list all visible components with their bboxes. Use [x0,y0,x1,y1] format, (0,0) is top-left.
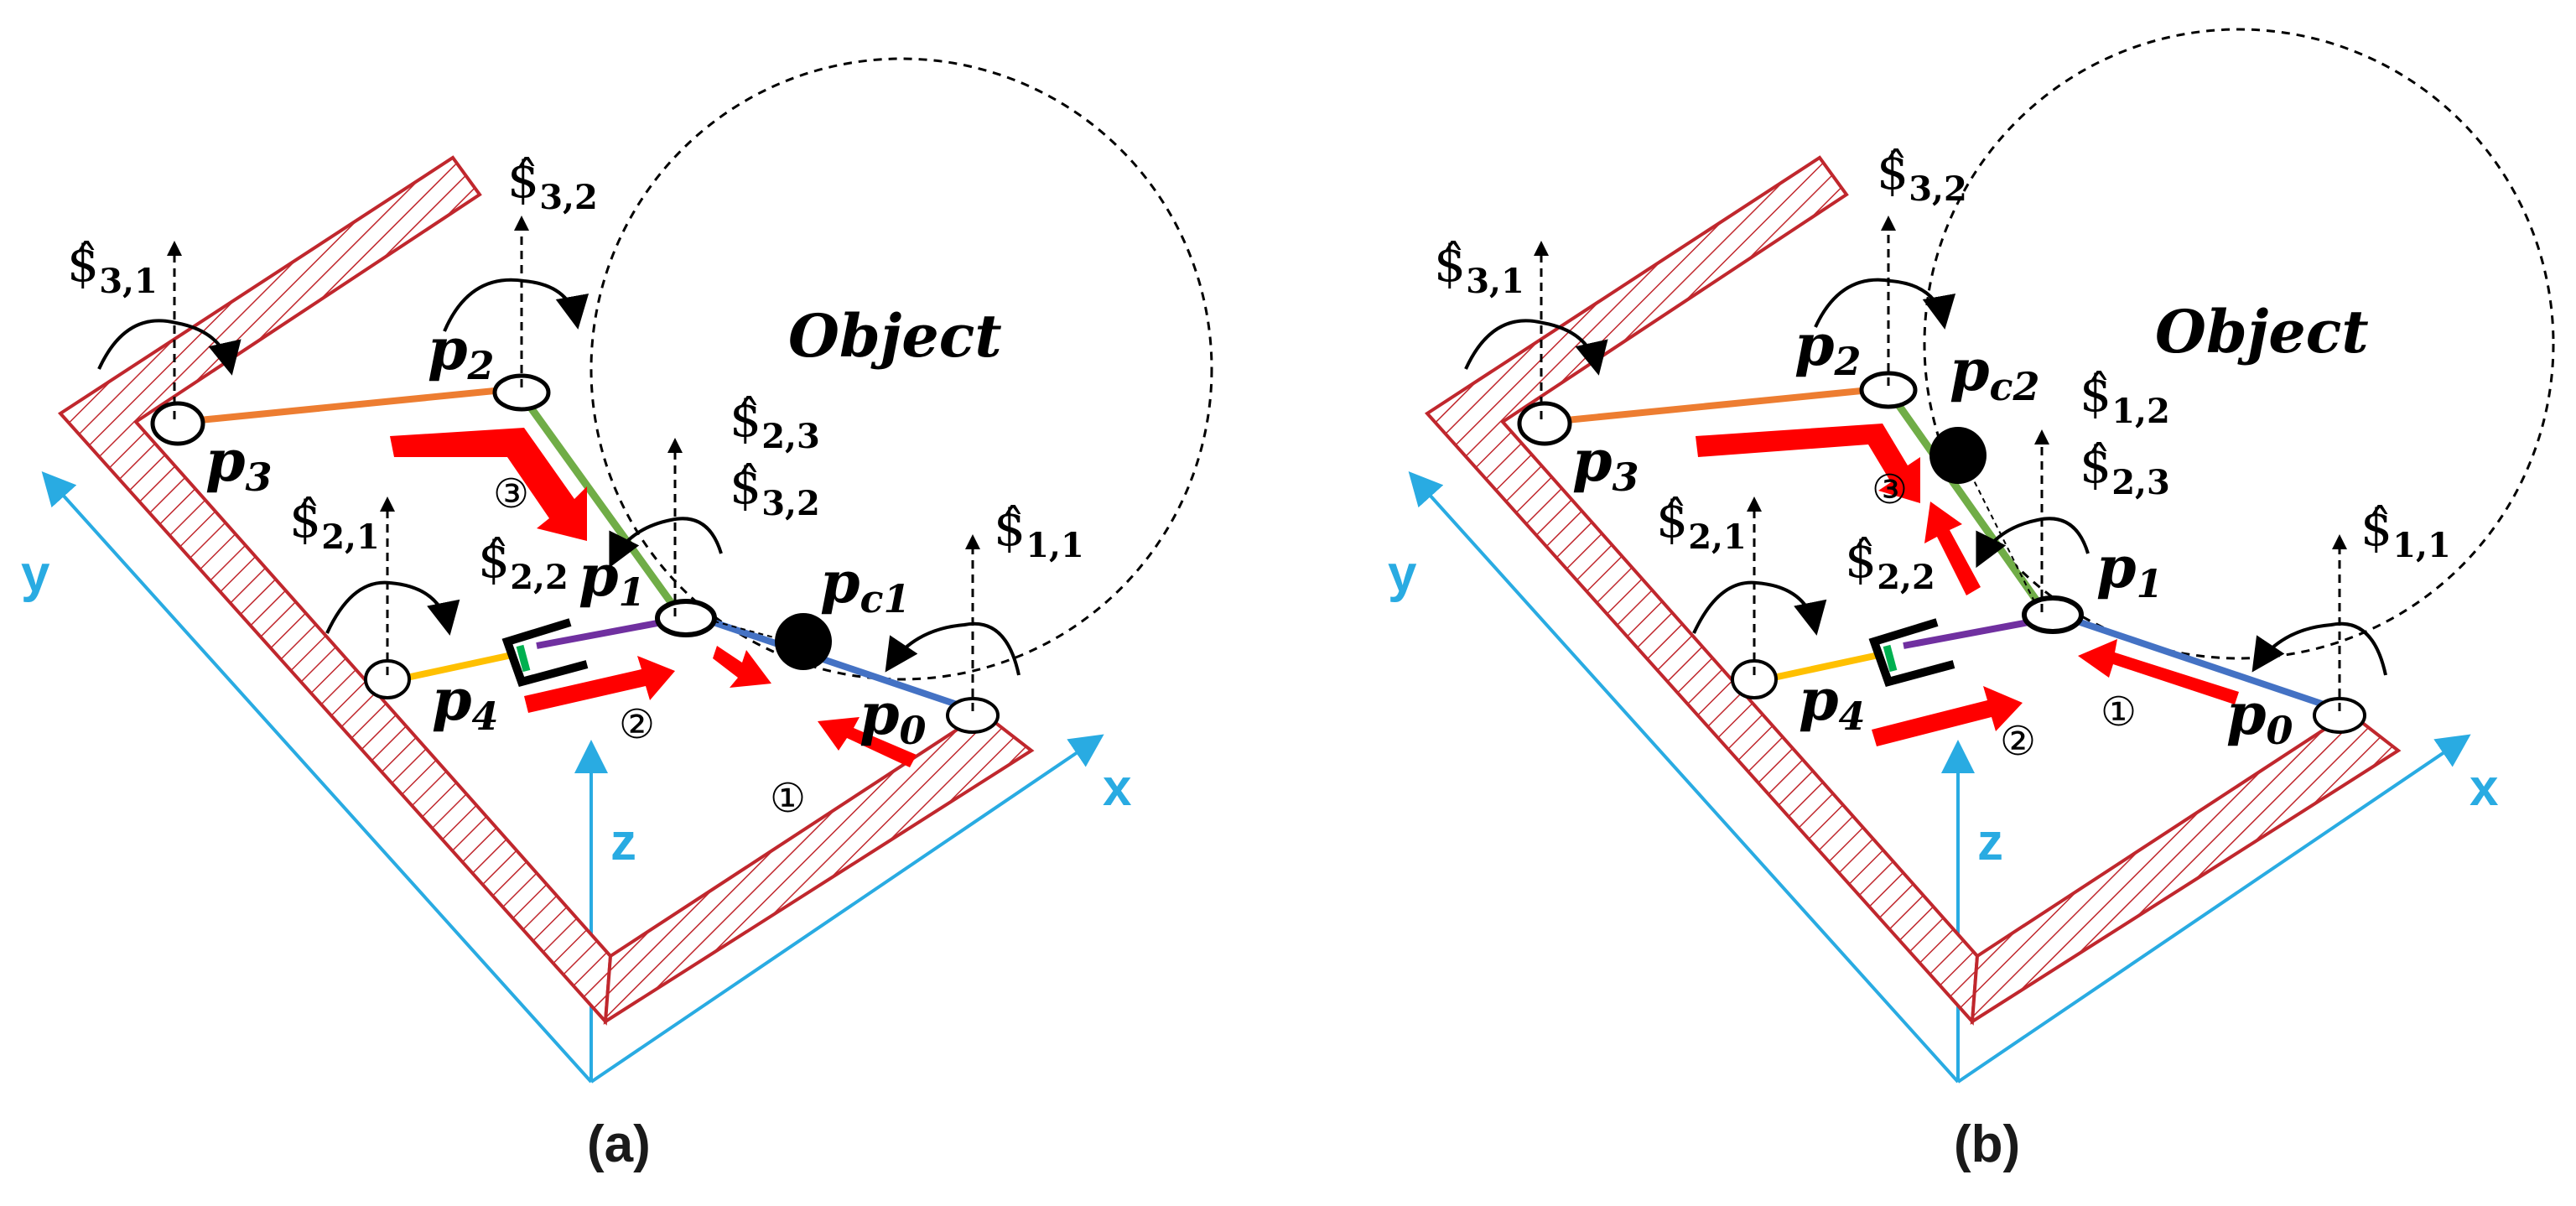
link-p2-p1-b [1888,392,2045,611]
push-arrows-a [390,428,917,767]
label-p0-b: p0 [2226,681,2293,753]
panel-a: x y z Object [21,57,1213,1173]
label-pc1-a: pc1 [820,549,911,621]
step-3-a: ③ [493,470,529,517]
push-arrow-3a [390,428,587,541]
screw-3-2-b: $̂3,2 [1877,143,1967,209]
link-p3-p2-b [1549,387,1871,425]
object-label-b: Object [2155,297,2369,366]
caption-b: (b) [1954,1115,2020,1173]
y-axis-b [1408,471,1960,1084]
joint-p4-a [364,659,411,699]
screw-axes-b [1464,216,2387,711]
joint-p3-a [150,401,205,446]
label-p3-b: p3 [1572,428,1639,500]
x-axis-b [1956,734,2471,1084]
joint-p3-b [1517,401,1572,446]
joint-p2-a [492,373,551,412]
x-axis-a [589,734,1104,1084]
step-1-a: ① [770,775,806,822]
link-p3-p2-a [182,387,504,425]
contact-point-b [1929,427,1987,484]
push-arrow-c1a [713,646,771,688]
screw-2-1-b: $̂2,1 [1656,491,1747,557]
wall-a [57,155,1035,1026]
screw-3-2b-a: $̂3,2 [730,457,820,523]
joint-p1-a [655,599,717,637]
label-p0-a: p0 [860,681,927,753]
label-pc2-b: pc2 [1950,337,2040,409]
push-arrow-2a [524,656,675,713]
y-axis-a [41,471,593,1084]
x-axis-label-a: x [1103,759,1132,817]
link-p4-gripper-a [406,651,517,681]
screw-2-1-a: $̂2,1 [289,491,380,557]
screw-2-2-a: $̂2,2 [478,531,569,597]
screw-3-2-a: $̂3,2 [507,151,598,217]
link-p2-p1-a [521,396,678,611]
screw-2-3-b: $̂2,3 [2080,436,2170,502]
labels-b: p3 p2 p1 p4 p0 pc2 $̂3,1 $̂3,2 $̂2,1 $̂2… [1434,143,2451,1173]
z-axis-label-a: z [610,814,636,871]
link-gripper-p1-b [1903,617,2038,649]
panel-b: x y z Object [1388,28,2555,1173]
object-label-a: Object [788,301,1002,371]
link-p1-p0-b [2061,613,2345,715]
step-2-b: ② [2000,718,2036,765]
label-p1-b: p1 [2096,534,2163,606]
push-arrow-1b [2078,639,2239,704]
gripper-b [1868,618,1955,688]
y-axis-label-b: y [1388,545,1417,603]
joint-p0-a [946,697,1000,734]
x-axis-label-b: x [2470,759,2499,817]
joint-p0-b [2313,697,2366,734]
joint-p1-b [2022,595,2084,634]
link-p1-p0-a [694,613,979,715]
labels-a: p3 p2 p1 p4 p0 pc1 $̂3,1 $̂3,2 $̂2,1 $̂2… [67,151,1084,1173]
label-p2-b: p2 [1794,312,1862,384]
y-axis-label-a: y [21,545,50,603]
push-arrows-b [1696,424,2239,746]
link-gripper-p1-a [536,617,672,649]
axes-a: x y z [21,471,1132,1084]
screw-2-3-a: $̂2,3 [730,390,820,456]
push-arrow-3b [1696,424,1920,503]
push-arrow-2b [1872,686,2023,746]
z-axis-label-b: z [1977,814,2003,871]
screw-1-1-a: $̂1,1 [994,499,1084,565]
wall-right-a [603,710,1035,1025]
wall-right-b [1970,710,2402,1025]
object-circle-a [589,57,1213,681]
step-2-a: ② [619,701,655,748]
contact-point-a [775,613,832,670]
object-circle-b [1923,28,2555,660]
screw-3-1-b: $̂3,1 [1434,235,1524,301]
joint-p2-b [1859,371,1918,409]
wall-b [1424,155,2402,1026]
screw-1-1-b: $̂1,1 [2360,499,2451,565]
screw-axes-a [97,216,1021,711]
caption-a: (a) [587,1115,651,1173]
label-p1-a: p1 [579,543,646,615]
link-p4-gripper-b [1773,651,1883,681]
screw-2-2-b: $̂2,2 [1845,531,1935,597]
gripper-a [501,618,589,688]
push-arrow-c2b [1924,502,1981,595]
label-p4-b: p4 [1799,667,1866,739]
label-p2-a: p2 [428,316,495,388]
push-arrow-1a [818,717,917,767]
label-p4-a: p4 [432,667,499,739]
axes-b: x y z [1388,471,2499,1084]
screw-1-2-b: $̂1,2 [2080,365,2170,431]
label-p3-a: p3 [205,428,273,500]
joint-p4-b [1731,659,1778,699]
screw-3-1-a: $̂3,1 [67,235,158,301]
step-3-b: ③ [1872,466,1908,513]
step-1-b: ① [2101,689,2137,736]
